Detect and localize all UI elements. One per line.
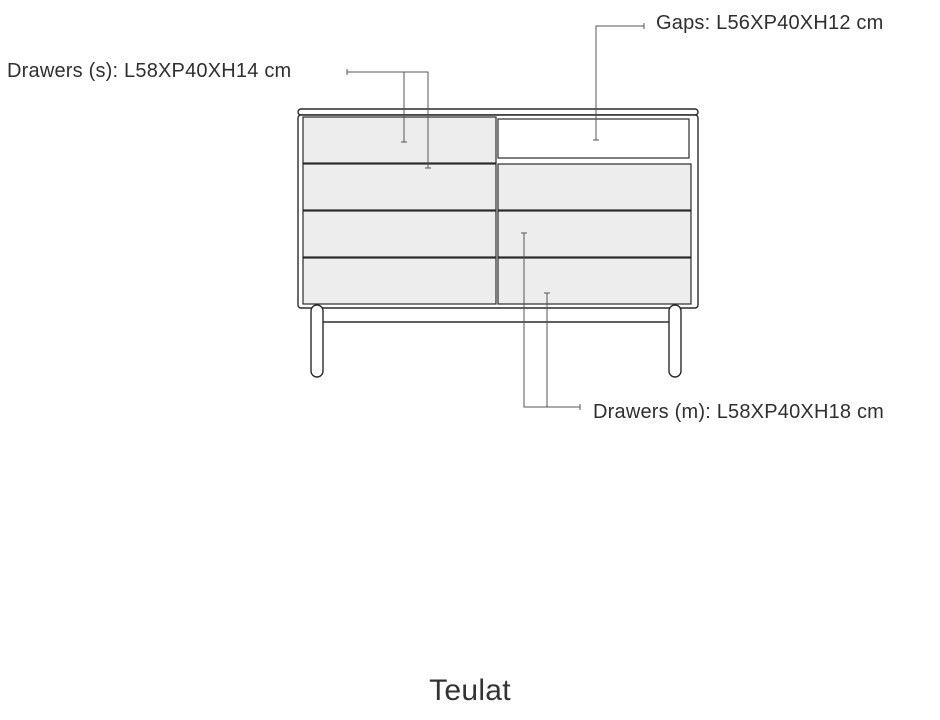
drawer-medium-left-2	[302, 210, 497, 258]
drawers-medium-dimension-label: Drawers (m): L58XP40XH18 cm	[593, 401, 885, 423]
drawers-small-dimension-label: Drawers (s): L58XP40XH14 cm	[7, 60, 292, 82]
drawer-medium-left-3	[302, 257, 497, 305]
leader-drawers-small	[346, 69, 431, 169]
drawer-medium-left-1	[302, 163, 497, 211]
gap-compartment	[497, 118, 690, 159]
drawer-medium-right-2	[497, 257, 692, 305]
top-board	[297, 108, 699, 116]
leader-gaps	[593, 23, 645, 141]
gaps-dimension-label: Gaps: L56XP40XH12 cm	[656, 12, 884, 34]
right-leg	[668, 304, 682, 378]
drawer-medium-right-1	[497, 210, 692, 258]
drawer-small-left	[302, 116, 497, 164]
brand-logo-text: Teulat	[429, 674, 511, 707]
left-leg	[310, 304, 324, 378]
drawer-small-right	[497, 163, 692, 211]
leader-drawers-medium	[521, 232, 581, 410]
